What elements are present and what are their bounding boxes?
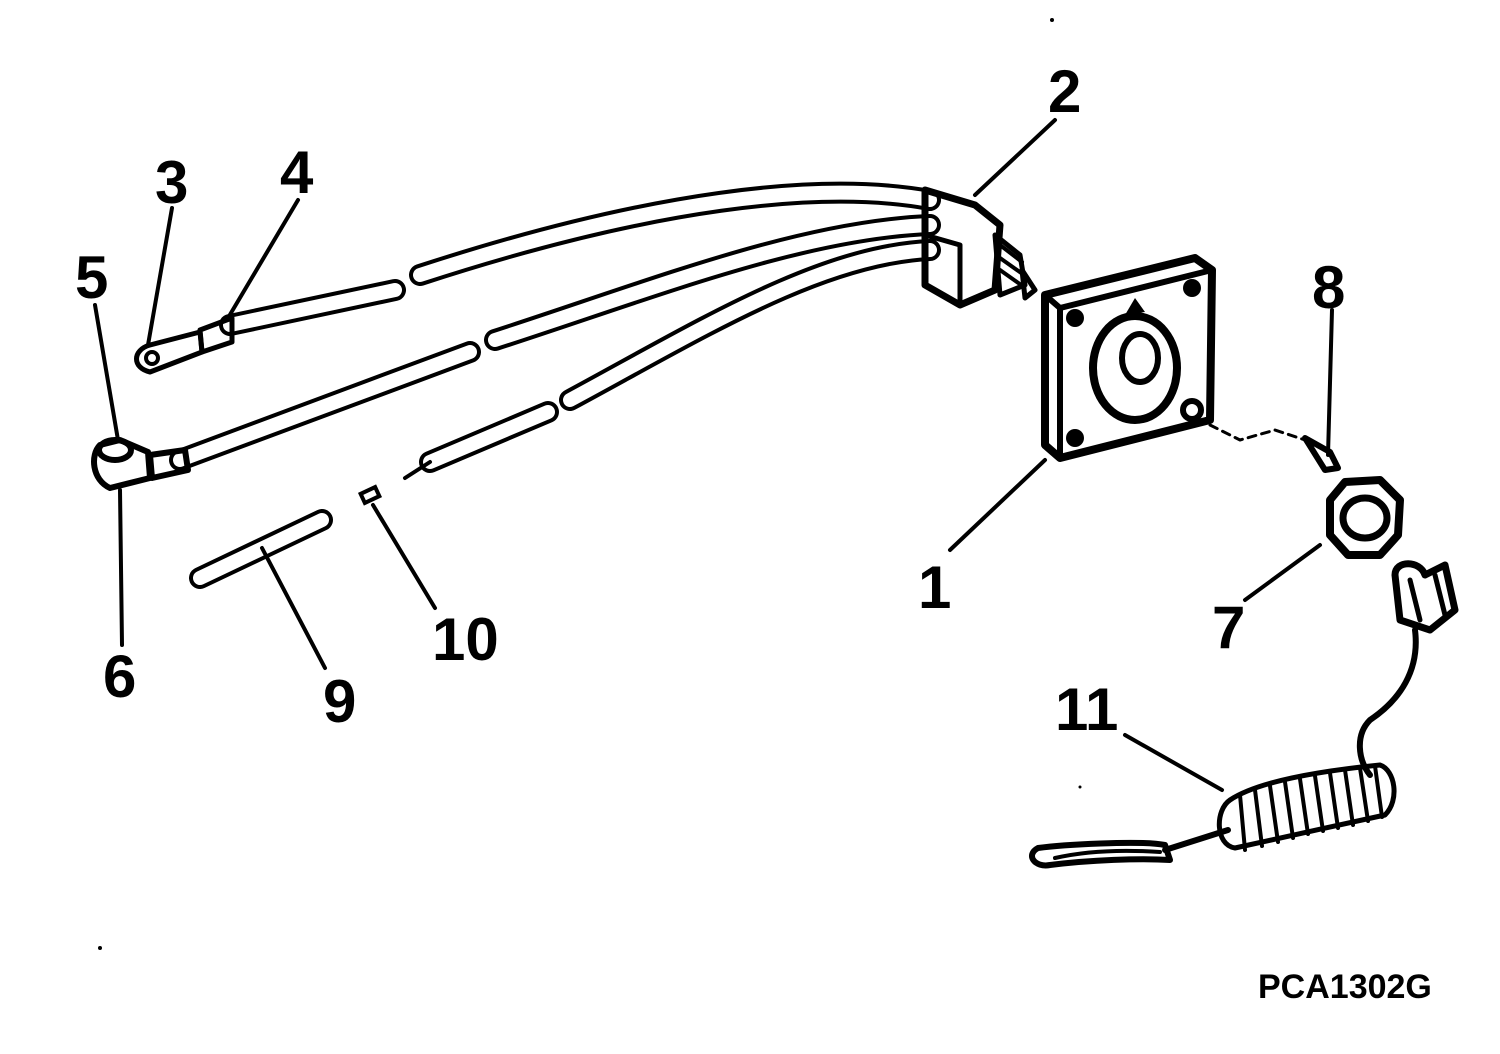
screw-part-8: [1208, 423, 1341, 473]
callout-6: 6: [103, 643, 136, 710]
callout-8: 8: [1312, 254, 1345, 321]
nut-part-7: [1326, 476, 1404, 559]
speck: [1078, 785, 1082, 789]
wire-harness: [169, 181, 941, 480]
pin-part-10: [357, 484, 383, 506]
callout-10: 10: [432, 606, 499, 673]
lanyard-part-11: [1029, 560, 1459, 869]
lug-part-5-6: [91, 437, 191, 491]
callout-11: 11: [1055, 676, 1118, 743]
speck: [1050, 18, 1054, 22]
callout-3: 3: [155, 149, 188, 216]
callout-4: 4: [280, 139, 314, 206]
callout-1: 1: [918, 554, 951, 621]
coil: [1216, 762, 1397, 852]
leader-lines: [93, 118, 1334, 792]
callout-5: 5: [75, 244, 108, 311]
speck: [98, 946, 102, 950]
plate-part-1: [1041, 254, 1216, 462]
callout-7: 7: [1212, 594, 1245, 661]
figure-code: PCA1302G: [1258, 968, 1432, 1006]
switch-part-2: [921, 186, 1038, 309]
callout-9: 9: [323, 668, 356, 735]
callout-labels: 1 2 3 4 5 6 7 8 9 10 11: [75, 58, 1345, 743]
callout-2: 2: [1048, 58, 1081, 125]
